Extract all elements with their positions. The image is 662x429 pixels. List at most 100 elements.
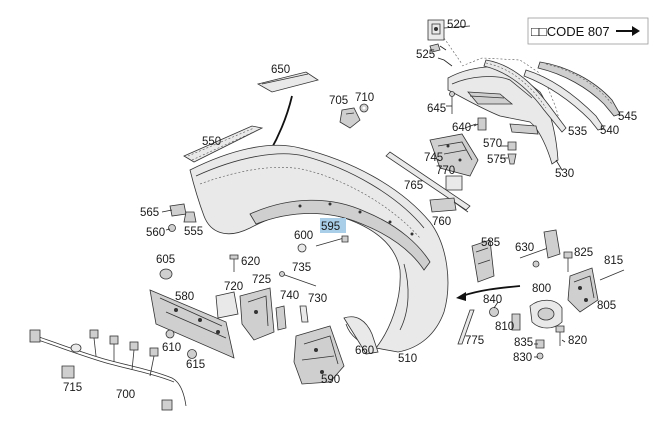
label-520: 520 bbox=[447, 19, 466, 31]
part-595-bolt bbox=[315, 235, 349, 247]
part-565-clip bbox=[169, 203, 187, 217]
part-590-bracket bbox=[293, 325, 345, 385]
part-525-clip bbox=[429, 37, 463, 65]
part-550-strip bbox=[183, 125, 264, 163]
part-760-sensor bbox=[429, 197, 469, 213]
part-510-rear-bumper bbox=[189, 144, 521, 353]
label-835: 835 bbox=[514, 337, 533, 349]
part-700-harness bbox=[29, 329, 187, 411]
label-615: 615 bbox=[186, 359, 205, 371]
label-620: 620 bbox=[241, 256, 260, 268]
part-715-connector bbox=[61, 365, 75, 379]
label-540: 540 bbox=[600, 125, 619, 137]
label-595-highlight bbox=[320, 218, 346, 233]
leader-lines bbox=[161, 57, 566, 358]
label-745: 745 bbox=[424, 152, 443, 164]
code-arrowhead-icon bbox=[632, 26, 640, 36]
part-660-deflector bbox=[343, 316, 379, 355]
label-545: 545 bbox=[618, 111, 637, 123]
label-725: 725 bbox=[252, 274, 271, 286]
label-530: 530 bbox=[555, 168, 574, 180]
label-710: 710 bbox=[355, 92, 374, 104]
label-535: 535 bbox=[568, 126, 587, 138]
part-835-nut bbox=[535, 339, 545, 349]
label-800: 800 bbox=[532, 283, 551, 295]
part-830-screw bbox=[536, 352, 544, 360]
label-840: 840 bbox=[483, 294, 502, 306]
part-725-bracket bbox=[239, 287, 275, 341]
label-550: 550 bbox=[202, 136, 221, 148]
label-570: 570 bbox=[483, 138, 502, 150]
part-630-bracket bbox=[543, 229, 561, 259]
label-735: 735 bbox=[292, 262, 311, 274]
code-807-box: □□CODE 807 bbox=[527, 17, 649, 45]
label-720: 720 bbox=[224, 281, 243, 293]
label-715: 715 bbox=[63, 382, 82, 394]
part-540-trim bbox=[523, 69, 605, 131]
label-705: 705 bbox=[329, 95, 348, 107]
label-595: 595 bbox=[321, 221, 340, 233]
label-760: 760 bbox=[432, 216, 451, 228]
part-640-clip bbox=[473, 117, 487, 131]
part-720-pad bbox=[215, 291, 239, 319]
part-735-bolt bbox=[279, 271, 317, 287]
label-820: 820 bbox=[568, 335, 587, 347]
label-775: 775 bbox=[465, 335, 484, 347]
label-650: 650 bbox=[271, 64, 290, 76]
label-560: 560 bbox=[146, 227, 165, 239]
label-730: 730 bbox=[308, 293, 327, 305]
label-700: 700 bbox=[116, 389, 135, 401]
label-660: 660 bbox=[355, 345, 374, 357]
part-615-cap bbox=[187, 349, 197, 359]
label-640: 640 bbox=[452, 122, 471, 134]
part-585-bracket bbox=[471, 239, 495, 283]
label-580: 580 bbox=[175, 291, 194, 303]
arrow-to-bumper-side bbox=[461, 285, 521, 297]
label-525: 525 bbox=[416, 49, 435, 61]
part-705-cap bbox=[339, 107, 361, 129]
part-820-bolt bbox=[555, 325, 565, 346]
label-630: 630 bbox=[515, 242, 534, 254]
part-730-clip bbox=[299, 305, 309, 323]
part-710-grommet bbox=[359, 103, 369, 113]
label-575: 575 bbox=[487, 154, 506, 166]
label-605: 605 bbox=[156, 254, 175, 266]
label-770: 770 bbox=[436, 165, 455, 177]
label-590: 590 bbox=[321, 374, 340, 386]
part-600-washer bbox=[297, 243, 307, 253]
part-745-bracket bbox=[429, 133, 479, 177]
part-610-grommet bbox=[165, 329, 175, 339]
part-555-nut bbox=[183, 211, 197, 223]
part-770-module bbox=[445, 175, 463, 191]
label-765: 765 bbox=[404, 180, 423, 192]
part-labels: 520 525 650 705 710 645 640 535 540 545 … bbox=[63, 19, 637, 401]
part-535-trim bbox=[483, 59, 567, 133]
label-610: 610 bbox=[162, 342, 181, 354]
part-815-bolt bbox=[599, 269, 625, 281]
part-775-strut bbox=[457, 309, 475, 345]
label-810: 810 bbox=[495, 321, 514, 333]
part-605-cap bbox=[159, 268, 173, 280]
part-580-absorber bbox=[149, 289, 235, 359]
part-805-tow-bracket bbox=[567, 267, 599, 313]
label-825: 825 bbox=[574, 247, 593, 259]
part-810-clip bbox=[511, 313, 521, 331]
label-805: 805 bbox=[597, 300, 616, 312]
label-555: 555 bbox=[184, 226, 203, 238]
label-815: 815 bbox=[604, 255, 623, 267]
part-620-screw bbox=[229, 254, 239, 272]
part-825-bolt bbox=[563, 251, 573, 272]
label-510: 510 bbox=[398, 353, 417, 365]
part-545-trim bbox=[537, 61, 621, 117]
label-740: 740 bbox=[280, 290, 299, 302]
part-520-bracket bbox=[427, 19, 471, 41]
label-645: 645 bbox=[427, 103, 446, 115]
part-645-bolt bbox=[446, 91, 455, 114]
code-text: □□CODE 807 bbox=[531, 24, 610, 39]
part-840-grommet bbox=[489, 307, 499, 317]
label-830: 830 bbox=[513, 352, 532, 364]
part-765-rod bbox=[385, 151, 471, 211]
part-570-575-clips bbox=[507, 141, 517, 165]
part-740-clip bbox=[275, 305, 287, 331]
part-630-rod bbox=[519, 247, 549, 268]
